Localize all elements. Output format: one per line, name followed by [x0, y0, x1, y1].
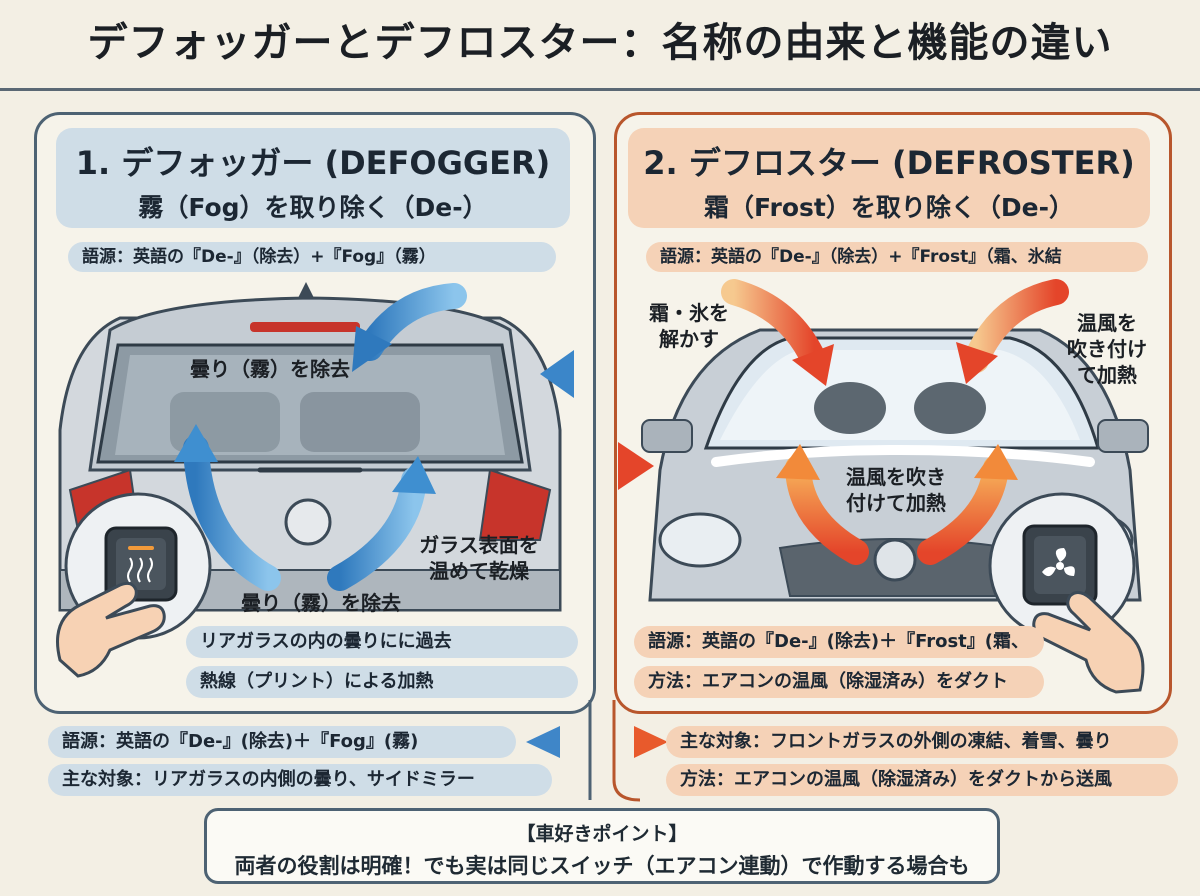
defroster-summary-2: 方法：エアコンの温風（除湿済み）をダクトから送風 — [666, 764, 1178, 796]
left-finger-icon — [56, 581, 166, 678]
defogger-arrows — [174, 283, 467, 591]
label-clear-fog-top: 曇り（霧）を除去 — [190, 357, 350, 381]
defogger-point-1: リアガラスの内の曇りにに過去 — [186, 626, 578, 658]
defogger-summary-1: 語源：英語の『De-』(除去)＋『Fog』(霧) — [48, 726, 516, 758]
label-melt-frost: 霜・氷を 解かす — [649, 301, 729, 351]
defogger-etymology: 語源：英語の『De-』（除去）+『Fog』（霧） — [68, 242, 556, 272]
defroster-arrows — [721, 279, 1069, 565]
defroster-subheading: 霜（Frost）を取り除く（De-） — [704, 193, 1074, 222]
page-title: デフォッガーとデフロスター：名称の由来と機能の違い — [87, 20, 1113, 66]
label-warm-glass: ガラス表面を 温めて乾燥 — [419, 533, 539, 583]
defroster-heading-box: 2. デフロスター (DEFROSTER) 霜（Frost）を取り除く（De-） — [628, 128, 1150, 228]
label-hot-air-right: 温風を 吹き付け て加熱 — [1067, 311, 1147, 387]
defroster-etymology: 語源：英語の『De-』（除去）+『Frost』（霜、氷結 — [646, 242, 1148, 272]
right-finger-icon — [1032, 591, 1145, 694]
defogger-summary-2: 主な対象：リアガラスの内側の曇り、サイドミラー — [48, 764, 552, 796]
label-hot-air-center: 温風を吹き 付けて加熱 — [846, 465, 946, 515]
defogger-heading-box: 1. デフォッガー (DEFOGGER) 霧（Fog）を取り除く（De-） — [56, 128, 570, 228]
defroster-summary-1: 主な対象：フロントガラスの外側の凍結、着雪、曇り — [666, 726, 1178, 758]
center-arrows — [526, 350, 668, 758]
fan-icon — [1042, 548, 1075, 577]
defogger-point-2: 熱線（プリント）による加熱 — [186, 666, 578, 698]
defogger-heading: 1. デフォッガー (DEFOGGER) — [75, 144, 551, 182]
right-connector-line — [612, 700, 641, 802]
label-clear-fog-bottom: 曇り（霧）を除去 — [241, 591, 401, 615]
defroster-point-2: 方法：エアコンの温風（除湿済み）をダクト — [634, 666, 1044, 698]
defogger-subheading: 霧（Fog）を取り除く（De-） — [138, 193, 488, 222]
front-defroster-switch — [988, 492, 1136, 640]
car-enthusiast-tip: 【車好きポイント】 両者の役割は明確！でも実は同じスイッチ（エアコン連動）で作動… — [204, 808, 1000, 884]
title-divider — [0, 88, 1200, 91]
tip-body: 両者の役割は明確！でも実は同じスイッチ（エアコン連動）で作動する場合も — [234, 854, 970, 878]
tip-heading: 【車好きポイント】 — [516, 823, 688, 845]
rear-car-illustration — [58, 282, 562, 612]
defroster-point-1: 語源：英語の『De-』(除去)＋『Frost』(霜、 — [634, 626, 1044, 658]
defroster-heading: 2. デフロスター (DEFROSTER) — [643, 144, 1135, 182]
